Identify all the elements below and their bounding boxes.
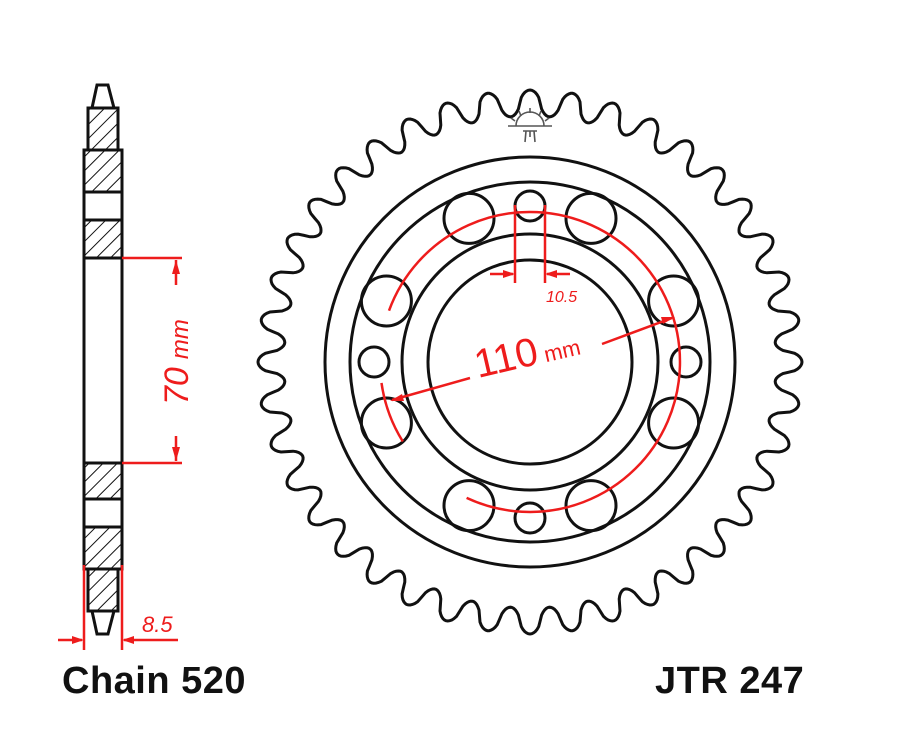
side-profile [82, 83, 124, 636]
jt-sunrise-logo-icon [508, 108, 552, 143]
bolt-hole [513, 189, 547, 223]
lightening-hole [564, 191, 618, 245]
thickness-dimension [58, 565, 178, 650]
lightening-hole [442, 479, 496, 533]
lightening-hole [564, 479, 618, 533]
lightening-hole [647, 274, 701, 328]
bolt-hole-dimension [490, 205, 570, 283]
part-number-label: JTR 247 [655, 660, 805, 702]
pcd-dimension [380, 210, 682, 514]
pcd-dimension-value: 110mm [470, 320, 584, 387]
chain-size-label: Chain 520 [62, 660, 247, 702]
bore-dimension-value: 70mm [158, 319, 196, 405]
lightening-hole [647, 396, 701, 450]
lightening-hole [442, 191, 496, 245]
sprocket-face [256, 88, 804, 636]
bolt-hole-dimension-value: 10.5 [546, 289, 577, 306]
lightening-hole [359, 396, 413, 450]
bolt-hole [357, 345, 391, 379]
lightening-hole [359, 274, 413, 328]
bolt-hole [513, 501, 547, 535]
thickness-dimension-value: 8.5 [142, 612, 173, 637]
bolt-hole [669, 345, 703, 379]
bore-dimension [122, 256, 182, 465]
sprocket-teeth-outline [256, 88, 804, 636]
